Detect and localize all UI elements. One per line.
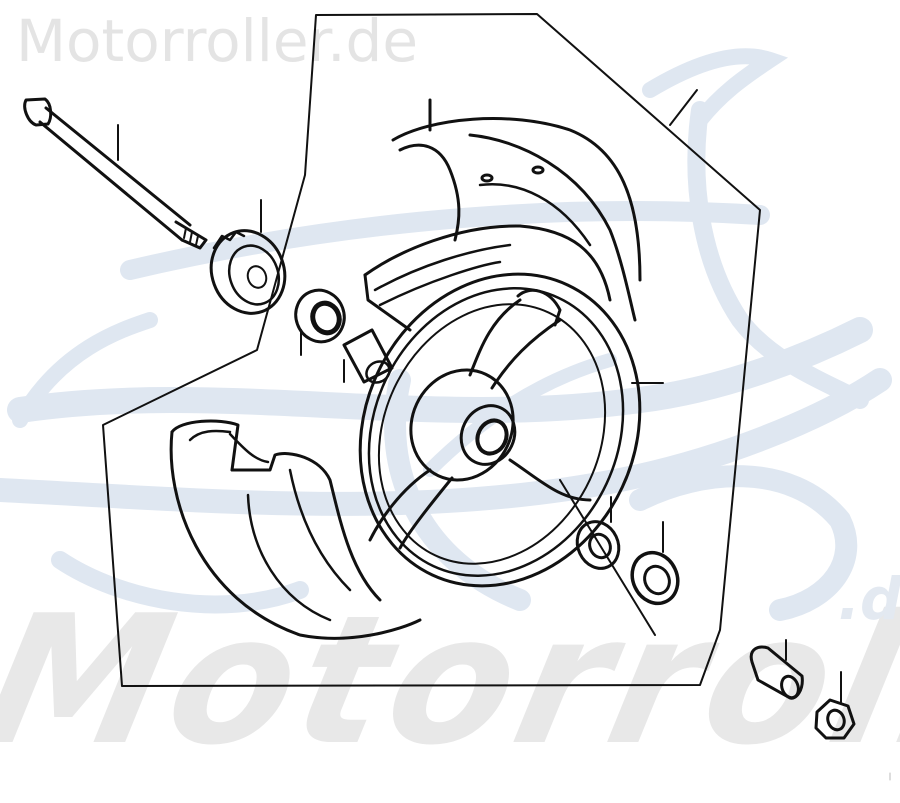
leader-line-tire — [669, 89, 698, 126]
tire-lower[interactable] — [169, 419, 422, 640]
axle-nut[interactable] — [814, 671, 856, 740]
watermark-top-text: Motorroller.de — [16, 7, 419, 75]
oil-seal[interactable] — [289, 283, 352, 356]
distance-collar[interactable] — [749, 639, 804, 700]
axle-bolt[interactable] — [23, 97, 208, 250]
watermark-suffix-text: .de — [838, 565, 900, 633]
bearing-1[interactable] — [570, 496, 627, 575]
spacer[interactable] — [342, 328, 394, 387]
speedometer-gear[interactable] — [200, 199, 296, 324]
bearing-2[interactable] — [624, 521, 686, 611]
wheel-rim[interactable] — [310, 228, 690, 632]
assembly-outline — [102, 13, 761, 687]
tire-upper[interactable] — [363, 98, 642, 332]
